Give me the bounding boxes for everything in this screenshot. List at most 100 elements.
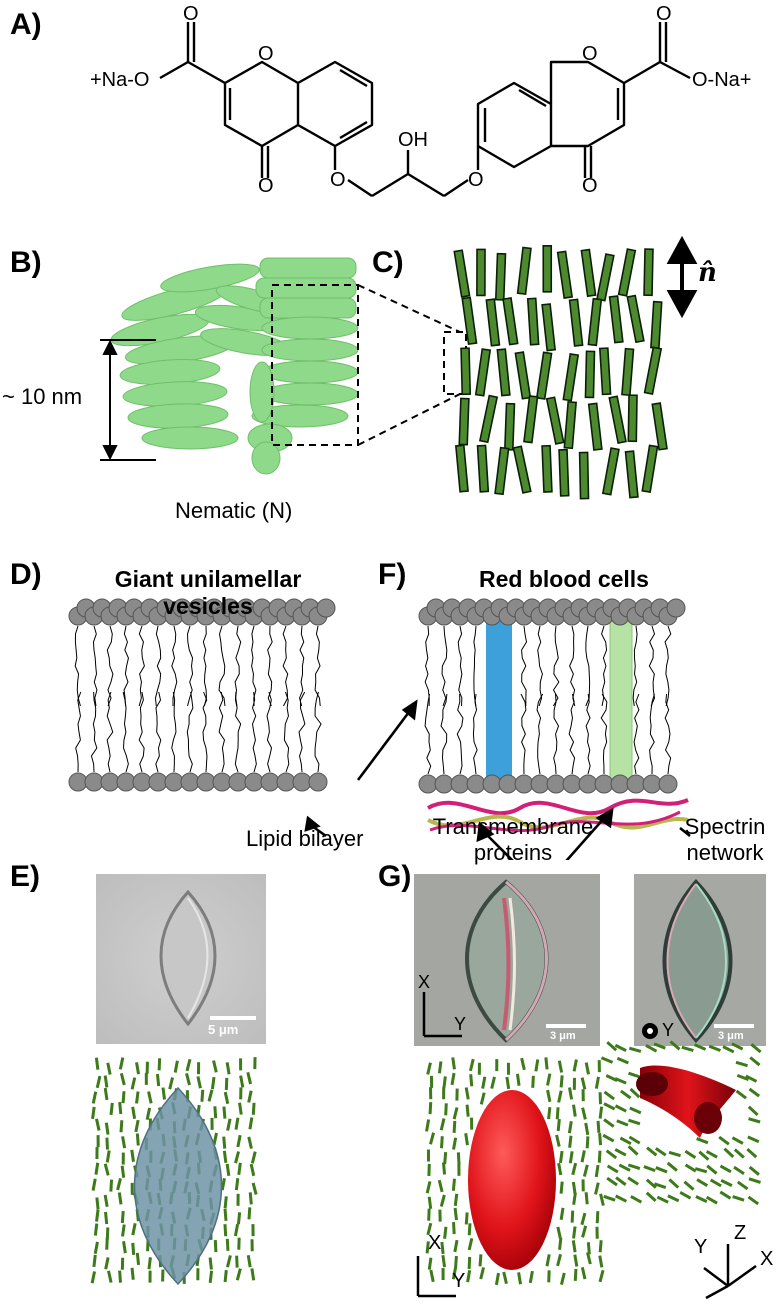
lc-director-dash [481,1076,487,1089]
panel-label-g: G) [378,860,412,893]
lc-director-dash [584,1122,590,1136]
axis-y-3d: Y [694,1236,708,1258]
lc-director-dash [586,1242,591,1255]
lc-director-dash [238,1102,243,1115]
lc-director-dash [723,1147,735,1158]
lc-director-dash [145,1107,152,1120]
lc-director-dash [618,1163,631,1172]
lc-rod [454,444,469,493]
lc-director-dash [246,1254,252,1268]
lc-director-dash [479,1267,486,1280]
lc-director-dash [693,1043,707,1051]
spectrin-label: Spectrin network [684,814,766,865]
lc-director-dash [667,1194,680,1203]
lc-director-dash [94,1162,100,1175]
lc-director-dash [95,1209,100,1222]
lc-director-dash [237,1162,242,1175]
rbc-micrograph-right: 3 μm Y [634,874,766,1046]
lc-director-dash [453,1239,459,1253]
lc-director-dash [584,1192,589,1205]
lc-director-dash [599,1193,605,1206]
transmembrane-label: Transmembrane proteins [432,814,594,865]
lc-director-dash [442,1076,447,1089]
lc-director-dash [598,1269,605,1283]
lc-director-dash [531,1075,535,1088]
phase-label: Nematic (N) [175,498,293,523]
lc-director-dash [93,1241,99,1255]
lc-rod [516,246,532,296]
lc-director-dash [226,1118,232,1131]
lc-director-dash [719,1164,732,1174]
lc-director-dash [719,1190,732,1200]
lc-director-dash [600,1056,614,1064]
lc-director-dash [425,1241,430,1254]
lc-director-dash [464,1133,469,1146]
lc-director-dash [534,1059,540,1072]
cromolyn-structure: O O O O OH O O O O +Na-O O-Na+ [90,3,751,198]
lc-director-dash [208,1257,213,1270]
lc-director-dash [121,1091,126,1104]
rbc-shape-3d [636,1065,736,1138]
panel-label-d: D) [10,558,42,591]
lc-director-dash [736,1073,750,1082]
lc-director-dash [105,1137,109,1150]
lc-director-dash [594,1164,600,1178]
lc-rod [587,297,603,347]
lc-rod [461,296,478,346]
lc-rod [580,248,597,298]
lc-director-dash [735,1060,748,1068]
lc-director-dash [119,1072,126,1086]
lc-director-dash [732,1195,745,1202]
lc-director-dash [627,1176,639,1186]
lc-director-dash [572,1226,577,1239]
lc-director-dash [90,1271,97,1284]
lc-director-dash [91,1091,98,1104]
lc-director-dash [668,1150,681,1158]
lc-director-dash [220,1178,226,1191]
lc-director-dash [628,1118,641,1126]
lc-director-dash [520,1057,526,1071]
lc-director-dash [223,1091,230,1105]
lc-director-dash [236,1134,242,1148]
lc-director-dash [557,1162,563,1176]
lc-director-dash [653,1182,667,1190]
lc-director-dash [467,1237,474,1251]
lc-director-dash [748,1165,760,1176]
lc-director-dash [559,1181,564,1194]
lc-director-dash [706,1164,718,1175]
lc-director-dash [452,1137,458,1150]
lc-director-dash [629,1087,641,1099]
lc-director-dash [627,1163,641,1170]
lc-director-dash [443,1152,448,1165]
lc-director-dash [580,1150,586,1163]
lc-director-dash [580,1266,587,1280]
lc-director-dash [427,1196,433,1209]
lc-director-dash [655,1166,668,1174]
lc-rod [541,444,553,493]
lc-director-dash [223,1196,228,1209]
lc-director-dash [603,1102,616,1111]
panel-label-e: E) [10,860,40,893]
lc-director-dash [747,1135,760,1144]
lc-director-dash [469,1074,474,1087]
lc-director-dash [517,1272,522,1285]
lc-director-dash [559,1207,565,1220]
lc-director-dash [250,1151,257,1164]
lc-director-dash [748,1087,761,1098]
lc-director-dash [107,1270,113,1283]
lc-director-dash [147,1091,153,1104]
lc-director-dash [213,1240,218,1253]
lc-rod [578,451,590,500]
lc-director-dash [130,1077,137,1090]
lc-rod [643,248,654,297]
panel-label-a: A) [10,8,42,41]
lc-director-dash [426,1062,432,1075]
lc-director-dash [580,1212,587,1226]
lc-director-dash [225,1238,230,1251]
lc-rod [476,248,486,297]
lc-director-dash [733,1165,745,1176]
lc-director-dash [582,1164,589,1177]
lc-director-dash [247,1090,253,1103]
vesicle-micrograph: 5 μm [96,874,266,1044]
lc-director-dash [614,1104,627,1113]
